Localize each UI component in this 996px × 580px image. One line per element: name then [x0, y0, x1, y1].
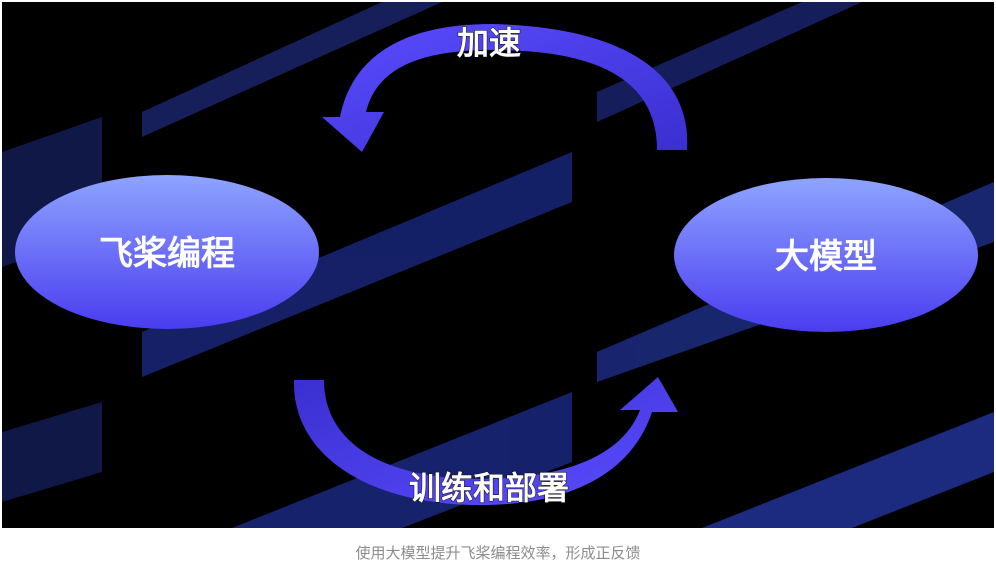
stripe — [2, 402, 102, 502]
edge-bottom-arrow — [293, 377, 678, 506]
diagram-figure: 飞桨编程 大模型 加速 训练和部署 — [2, 2, 994, 528]
edge-top-label: 加速 — [457, 24, 521, 62]
node-right: 大模型 — [674, 178, 978, 332]
figure-caption: 使用大模型提升飞桨编程效率，形成正反馈 — [355, 544, 641, 562]
diagram-canvas: 飞桨编程 大模型 加速 训练和部署 — [2, 2, 994, 528]
edge-bottom-label: 训练和部署 — [409, 469, 569, 507]
stripe — [702, 412, 994, 528]
node-right-label: 大模型 — [775, 237, 877, 277]
edge-top-arrow — [322, 24, 688, 152]
node-left-label: 飞桨编程 — [99, 234, 235, 274]
stripe — [232, 392, 572, 528]
node-left: 飞桨编程 — [15, 175, 319, 329]
stripe — [142, 152, 572, 377]
stripe — [142, 2, 442, 137]
